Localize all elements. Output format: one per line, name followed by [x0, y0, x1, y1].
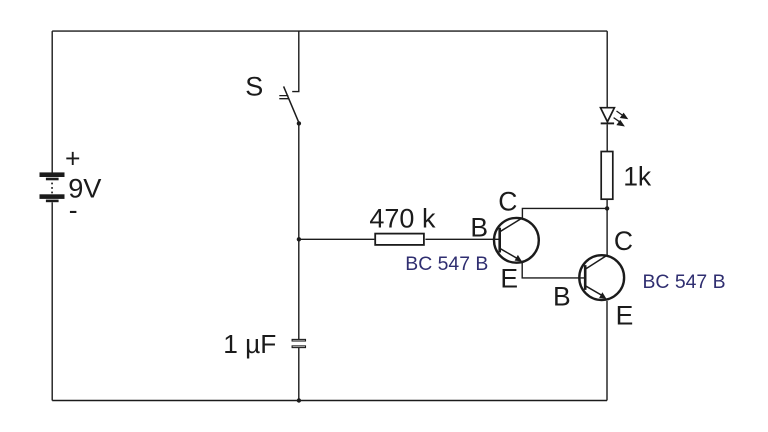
svg-text:C: C	[498, 186, 517, 216]
svg-text:BC 547 B: BC 547 B	[405, 253, 488, 275]
svg-text:B: B	[553, 282, 571, 312]
svg-text:C: C	[614, 226, 633, 256]
svg-text:B: B	[470, 212, 488, 242]
svg-text:E: E	[500, 264, 518, 294]
svg-text:S: S	[245, 72, 263, 102]
svg-text:+: +	[65, 143, 80, 173]
svg-text:BC 547 B: BC 547 B	[643, 271, 726, 293]
svg-text:E: E	[616, 301, 634, 331]
svg-text:1k: 1k	[623, 161, 652, 191]
svg-text:1 µF: 1 µF	[223, 329, 276, 359]
svg-text:9V: 9V	[68, 173, 102, 204]
svg-text:-: -	[69, 195, 78, 225]
svg-text:470 k: 470 k	[369, 204, 436, 234]
